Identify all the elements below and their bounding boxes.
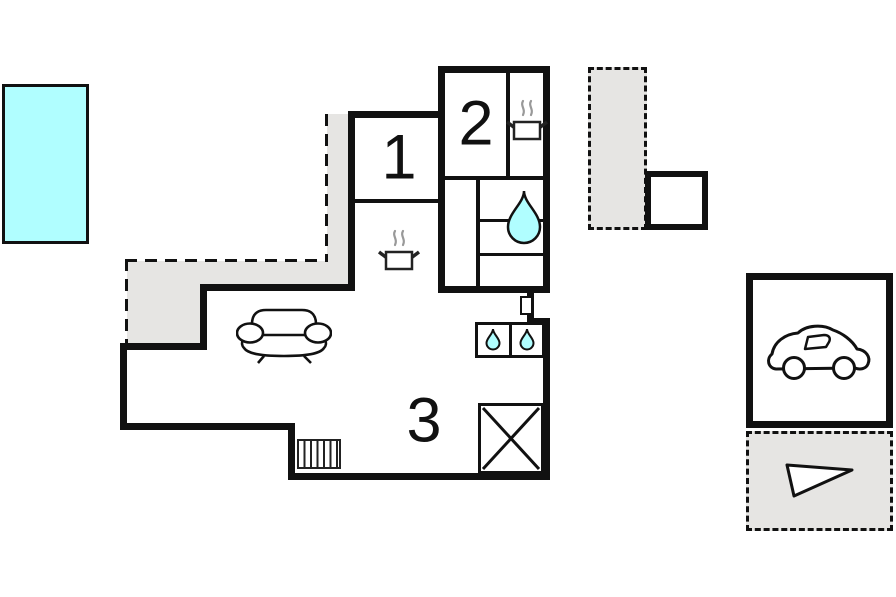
wall-segment	[200, 284, 355, 291]
wall-segment	[288, 423, 295, 480]
terrace-area	[127, 288, 204, 346]
partition-wall	[355, 199, 441, 203]
sink-basin	[478, 325, 509, 355]
terrace-dashed-edge	[125, 259, 128, 347]
room-1-label: 1	[381, 122, 417, 193]
wall-segment	[543, 318, 550, 480]
storage-square	[645, 171, 708, 230]
wall-segment	[527, 318, 550, 325]
radiator-icon	[297, 439, 341, 469]
partition-wall	[476, 180, 480, 290]
garage	[746, 273, 893, 428]
terrace-dashed-edge	[325, 114, 328, 262]
wall-segment	[120, 343, 127, 430]
door-icon	[520, 296, 533, 315]
shower-icon	[478, 403, 544, 474]
stove-pot-icon	[376, 228, 422, 274]
water-drop-icon	[505, 189, 543, 247]
terrace-area	[127, 261, 352, 288]
partition-wall	[506, 70, 510, 180]
terrace-dashed-edge	[125, 259, 328, 262]
room-2-label: 2	[458, 88, 494, 159]
upper-terrace	[588, 67, 647, 230]
wall-segment	[543, 66, 550, 293]
wall-segment	[288, 473, 550, 480]
pool-icon	[2, 84, 89, 244]
partition-wall	[480, 253, 543, 256]
wall-segment	[348, 111, 445, 118]
wall-segment	[200, 284, 207, 350]
sink-basin	[508, 325, 543, 355]
boat-terrace	[746, 431, 893, 531]
partition-wall	[441, 176, 546, 180]
car-icon	[766, 324, 870, 380]
water-drop-icon	[485, 328, 501, 351]
room-3-label: 3	[406, 385, 442, 456]
wall-segment	[438, 286, 550, 293]
boat-icon	[785, 463, 853, 498]
double-sink	[475, 322, 545, 358]
terrace-area	[327, 114, 352, 261]
wall-segment	[348, 111, 355, 291]
stove-pot-icon	[504, 98, 550, 144]
wall-segment	[120, 343, 207, 350]
sofa-icon	[236, 302, 332, 364]
water-drop-icon	[519, 328, 535, 351]
wall-segment	[438, 66, 550, 73]
wall-segment	[120, 423, 295, 430]
